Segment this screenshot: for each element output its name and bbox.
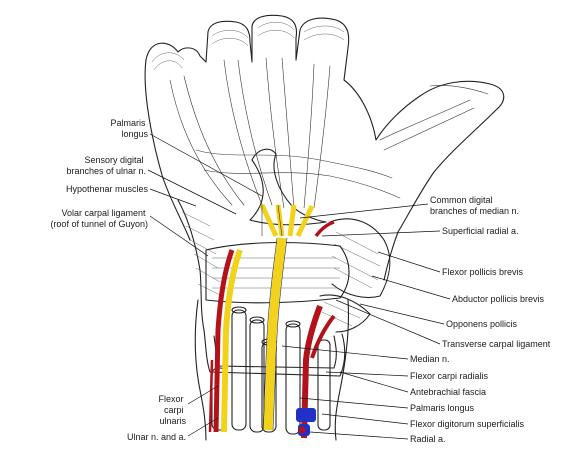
median-nerve xyxy=(263,237,287,431)
superficial-radial-artery xyxy=(314,220,335,238)
label-palmaris-longus-bottom: Palmaris longus xyxy=(410,403,475,413)
ulnar-artery xyxy=(213,249,235,433)
ulnar-vein xyxy=(208,359,214,433)
label-ulnar-n-and-a: Ulnar n. and a. xyxy=(127,432,186,442)
label-abductor-pollicis-brevis: Abductor pollicis brevis xyxy=(452,294,545,304)
label-flexor-carpi-ulnaris: Flexor carpi ulnaris xyxy=(158,394,186,426)
label-hypothenar-muscles: Hypothenar muscles xyxy=(66,184,149,194)
label-transverse-carpal-ligament: Transverse carpal ligament xyxy=(442,339,551,349)
leader-lines xyxy=(147,133,451,440)
forearm-outline xyxy=(194,299,350,441)
label-sensory-digital-branches: Sensory digital branches of ulnar n. xyxy=(66,155,146,176)
label-volar-carpal-ligament: Volar carpal ligament (roof of tunnel of… xyxy=(50,208,148,229)
ulnar-nerve xyxy=(221,248,243,433)
transverse-carpal-band xyxy=(205,241,350,304)
antebrachial-fascia-strap xyxy=(203,329,346,377)
label-median-n: Median n. xyxy=(410,354,450,364)
palm-tendons xyxy=(169,57,489,209)
label-opponens-pollicis: Opponens pollicis xyxy=(446,319,518,329)
label-superficial-radial-a: Superficial radial a. xyxy=(442,226,519,236)
label-common-digital-branches: Common digital branches of median n. xyxy=(430,195,519,216)
labels-left: Palmaris longus Sensory digital branches… xyxy=(50,118,186,442)
radial-veins xyxy=(296,408,316,436)
label-flexor-carpi-radialis: Flexor carpi radialis xyxy=(410,371,489,381)
label-antebrachial-fascia: Antebrachial fascia xyxy=(410,387,486,397)
labels-right: Common digital branches of median n. Sup… xyxy=(410,195,551,444)
hand-illustration xyxy=(144,14,505,441)
median-nerve-branches xyxy=(259,203,315,238)
radial-artery xyxy=(301,304,323,439)
label-radial-a: Radial a. xyxy=(410,434,446,444)
label-palmaris-longus-top: Palmaris longus xyxy=(110,118,148,139)
label-flexor-pollicis-brevis: Flexor pollicis brevis xyxy=(442,267,524,277)
label-flexor-digitorum-superficialis: Flexor digitorum superficialis xyxy=(410,419,525,429)
palmaris-longus-fan xyxy=(249,148,327,226)
thenar-muscles xyxy=(319,218,391,333)
finger-cut-edges xyxy=(151,22,345,71)
hand-outline xyxy=(144,14,505,281)
hypothenar-muscles xyxy=(177,199,223,331)
